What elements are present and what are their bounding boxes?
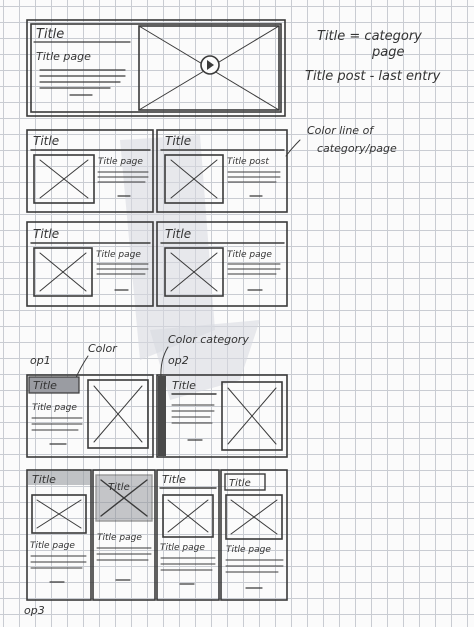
option1-title: Title bbox=[33, 379, 57, 392]
option2-card bbox=[156, 374, 288, 458]
hero-title-page: Title page bbox=[36, 50, 91, 63]
grid-card bbox=[26, 129, 154, 213]
color-title-tab bbox=[28, 376, 80, 394]
note-arrow bbox=[285, 139, 301, 157]
image-placeholder bbox=[33, 154, 95, 204]
hero-video-frame bbox=[138, 25, 280, 111]
note-title-definition-2: page bbox=[371, 45, 404, 60]
option1-card bbox=[26, 374, 154, 458]
card-title-page: Title page bbox=[96, 250, 141, 260]
label-op2: op2 bbox=[168, 354, 189, 367]
image-placeholder bbox=[33, 247, 93, 297]
option3-card bbox=[220, 469, 288, 601]
option3-card bbox=[26, 469, 92, 601]
grid-card bbox=[26, 221, 154, 307]
option3-title: Title bbox=[108, 482, 130, 493]
image-placeholder bbox=[162, 494, 214, 538]
pencil-shading bbox=[150, 320, 260, 400]
grid-row-1: Title Title page Title Title post bbox=[26, 129, 288, 213]
option3-title-page: Title page bbox=[226, 545, 271, 555]
image-placeholder bbox=[225, 494, 283, 540]
title-tab bbox=[224, 473, 266, 491]
note-title-definition: Title = category bbox=[317, 29, 422, 44]
play-triangle-icon bbox=[207, 60, 214, 70]
label-color: Color bbox=[88, 342, 118, 355]
hero-layout: Title Title page bbox=[26, 19, 286, 117]
option1-title-page: Title page bbox=[32, 403, 77, 413]
note-color-line: Color line of bbox=[307, 124, 375, 137]
label-op1: op1 bbox=[30, 354, 51, 367]
image-placeholder bbox=[221, 381, 283, 451]
option3-layout: Title Title page Title Title page Title … bbox=[26, 469, 288, 601]
option3-title: Title bbox=[229, 478, 251, 489]
option2-title: Title bbox=[172, 379, 196, 392]
note-title-post: Title post - last entry bbox=[305, 69, 441, 84]
image-placeholder bbox=[164, 247, 224, 297]
card-title: Title bbox=[33, 227, 59, 241]
card-title: Title bbox=[165, 227, 191, 241]
image-placeholder bbox=[87, 379, 149, 449]
card-title-page: Title page bbox=[227, 250, 272, 260]
card-title-page: Title page bbox=[98, 157, 143, 167]
label-op3: op3 bbox=[24, 604, 45, 617]
note-color-line-2: category/page bbox=[317, 142, 397, 155]
grid-card bbox=[156, 221, 288, 307]
option3-title-page: Title page bbox=[30, 541, 75, 551]
image-placeholder bbox=[164, 154, 224, 204]
hero-text-lines bbox=[39, 69, 126, 96]
hero-title: Title bbox=[36, 27, 64, 42]
option1-layout: Title Title page bbox=[26, 374, 154, 458]
label-color-category: Color category bbox=[168, 333, 249, 346]
grid-row-2: Title Title page Title Title page bbox=[26, 221, 288, 307]
option3-title-page: Title page bbox=[97, 533, 142, 543]
card-title-page: Title post bbox=[227, 157, 269, 167]
hero-inner-frame bbox=[30, 23, 282, 113]
card-title: Title bbox=[33, 134, 59, 148]
option3-title: Title bbox=[162, 473, 186, 486]
hero-frame bbox=[26, 19, 286, 117]
option3-card bbox=[156, 469, 220, 601]
grid-card bbox=[156, 129, 288, 213]
image-placeholder bbox=[31, 494, 87, 534]
option2-layout: Title bbox=[156, 374, 288, 458]
option3-title: Title bbox=[32, 473, 56, 486]
option3-card bbox=[92, 469, 156, 601]
card-title: Title bbox=[165, 134, 191, 148]
option3-title-page: Title page bbox=[160, 543, 205, 553]
color-category-bar bbox=[158, 376, 166, 456]
